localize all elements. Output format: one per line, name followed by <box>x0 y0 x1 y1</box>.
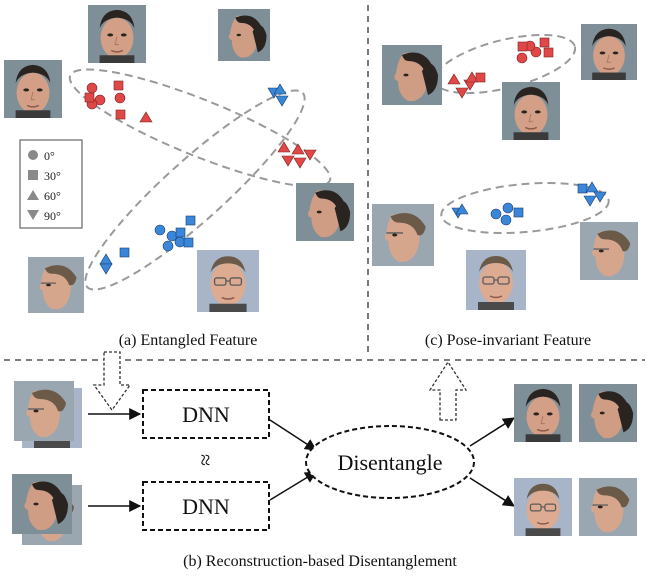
blue-identity-markers <box>451 181 607 226</box>
marker-circle <box>174 236 186 248</box>
marker-circle <box>500 214 512 226</box>
face-thumbnail <box>466 250 526 310</box>
marker-circle <box>114 92 126 104</box>
face-thumbnail <box>14 380 74 442</box>
marker-triangle-up <box>455 203 469 215</box>
legend: 0° 30° 60° 90° <box>19 139 83 229</box>
hollow-arrow-up <box>428 360 468 421</box>
face-thumbnail <box>296 183 354 241</box>
cluster-outline-blue <box>440 181 610 235</box>
marker-square <box>84 92 95 103</box>
marker-square <box>577 183 588 194</box>
face-thumbnail <box>578 478 638 536</box>
face-thumbnail <box>580 24 638 80</box>
face-thumbnail <box>28 256 84 314</box>
red-identity-markers <box>84 80 317 169</box>
legend-label: 0° <box>44 149 55 163</box>
marker-circle <box>162 240 174 252</box>
marker-triangle-down <box>293 157 307 169</box>
marker-circle <box>86 82 98 94</box>
panel-c-pose-invariant: (c) Pose-invariant Feature <box>372 24 638 349</box>
face-thumbnail <box>513 478 573 536</box>
dnn-box-top <box>142 389 270 439</box>
marker-square <box>183 237 194 248</box>
disentangle-node <box>305 425 475 499</box>
marker-square <box>539 37 550 48</box>
marker-triangle-down <box>99 263 113 275</box>
panel-a-entangled: 0° 30° 60° 90° (a) Entangled Feature <box>4 5 354 349</box>
face-thumbnail <box>382 45 442 105</box>
marker-triangle-up <box>447 73 461 85</box>
marker-triangle-up <box>465 71 479 83</box>
approx-symbol: ≈ <box>193 454 218 466</box>
input-faces-top <box>14 380 82 448</box>
dnn-label-bottom: DNN <box>182 494 230 519</box>
marker-square <box>185 215 196 226</box>
marker-triangle-up <box>99 253 113 265</box>
arrow-bottom-to-disentangle <box>269 471 318 501</box>
marker-square <box>175 227 186 238</box>
arrow-to-output-bottom <box>469 477 516 507</box>
marker-square <box>543 47 554 58</box>
legend-triangle-up-icon <box>27 190 39 200</box>
marker-triangle-down <box>583 195 597 207</box>
panel-c-caption: (c) Pose-invariant Feature <box>425 332 591 349</box>
blue-identity-markers <box>99 83 289 275</box>
panel-b-caption: (b) Reconstruction-based Disentanglement <box>183 553 457 570</box>
marker-triangle-up <box>273 83 287 95</box>
legend-label: 90° <box>44 209 61 223</box>
arrow-to-output-top <box>469 417 516 447</box>
arrow-top-to-disentangle <box>269 419 318 451</box>
marker-triangle-down <box>275 95 289 107</box>
dnn-box-bottom <box>142 481 270 531</box>
marker-triangle-down <box>593 191 607 203</box>
input-faces-bottom <box>12 474 82 546</box>
disentangle-label: Disentangle <box>337 450 442 475</box>
legend-label: 60° <box>44 189 61 203</box>
face-thumbnail <box>218 9 270 61</box>
marker-square <box>517 41 528 52</box>
marker-square <box>113 80 124 91</box>
panel-b-reconstruction: DNN DNN ≈ Disentangle (b) Reconstruction… <box>12 380 638 570</box>
face-thumbnail <box>579 384 637 442</box>
marker-triangle-down <box>281 155 295 167</box>
marker-triangle-up <box>139 111 153 123</box>
legend-label: 30° <box>44 169 61 183</box>
marker-triangle-up <box>291 143 305 155</box>
marker-triangle-up <box>277 141 291 153</box>
output-faces-bottom <box>513 478 638 536</box>
marker-square <box>115 109 126 120</box>
marker-square <box>119 247 130 258</box>
output-faces-top <box>513 384 637 442</box>
marker-triangle-down <box>455 87 469 99</box>
marker-square <box>513 207 524 218</box>
legend-triangle-down-icon <box>27 210 39 220</box>
face-thumbnail <box>501 82 561 140</box>
panel-a-caption: (a) Entangled Feature <box>119 332 258 349</box>
face-thumbnail <box>513 384 573 442</box>
face-thumbnail <box>4 59 62 119</box>
red-identity-markers <box>447 37 554 99</box>
marker-circle <box>516 52 528 64</box>
cluster-outline-red <box>68 68 332 188</box>
cluster-outline-blue <box>84 89 306 291</box>
marker-triangle-up <box>585 181 599 193</box>
face-thumbnail <box>196 250 260 312</box>
marker-square <box>475 72 486 83</box>
marker-circle <box>502 202 514 214</box>
face-thumbnail <box>88 5 146 63</box>
marker-circle <box>154 224 166 236</box>
face-thumbnail <box>580 221 638 281</box>
face-thumbnail <box>12 474 72 534</box>
marker-circle <box>490 208 502 220</box>
dnn-label-top: DNN <box>182 402 230 427</box>
marker-triangle-down <box>303 149 317 161</box>
hollow-arrow-down <box>92 351 132 412</box>
legend-square-icon <box>28 170 38 180</box>
face-thumbnail <box>372 204 434 266</box>
legend-circle-icon <box>28 150 38 160</box>
